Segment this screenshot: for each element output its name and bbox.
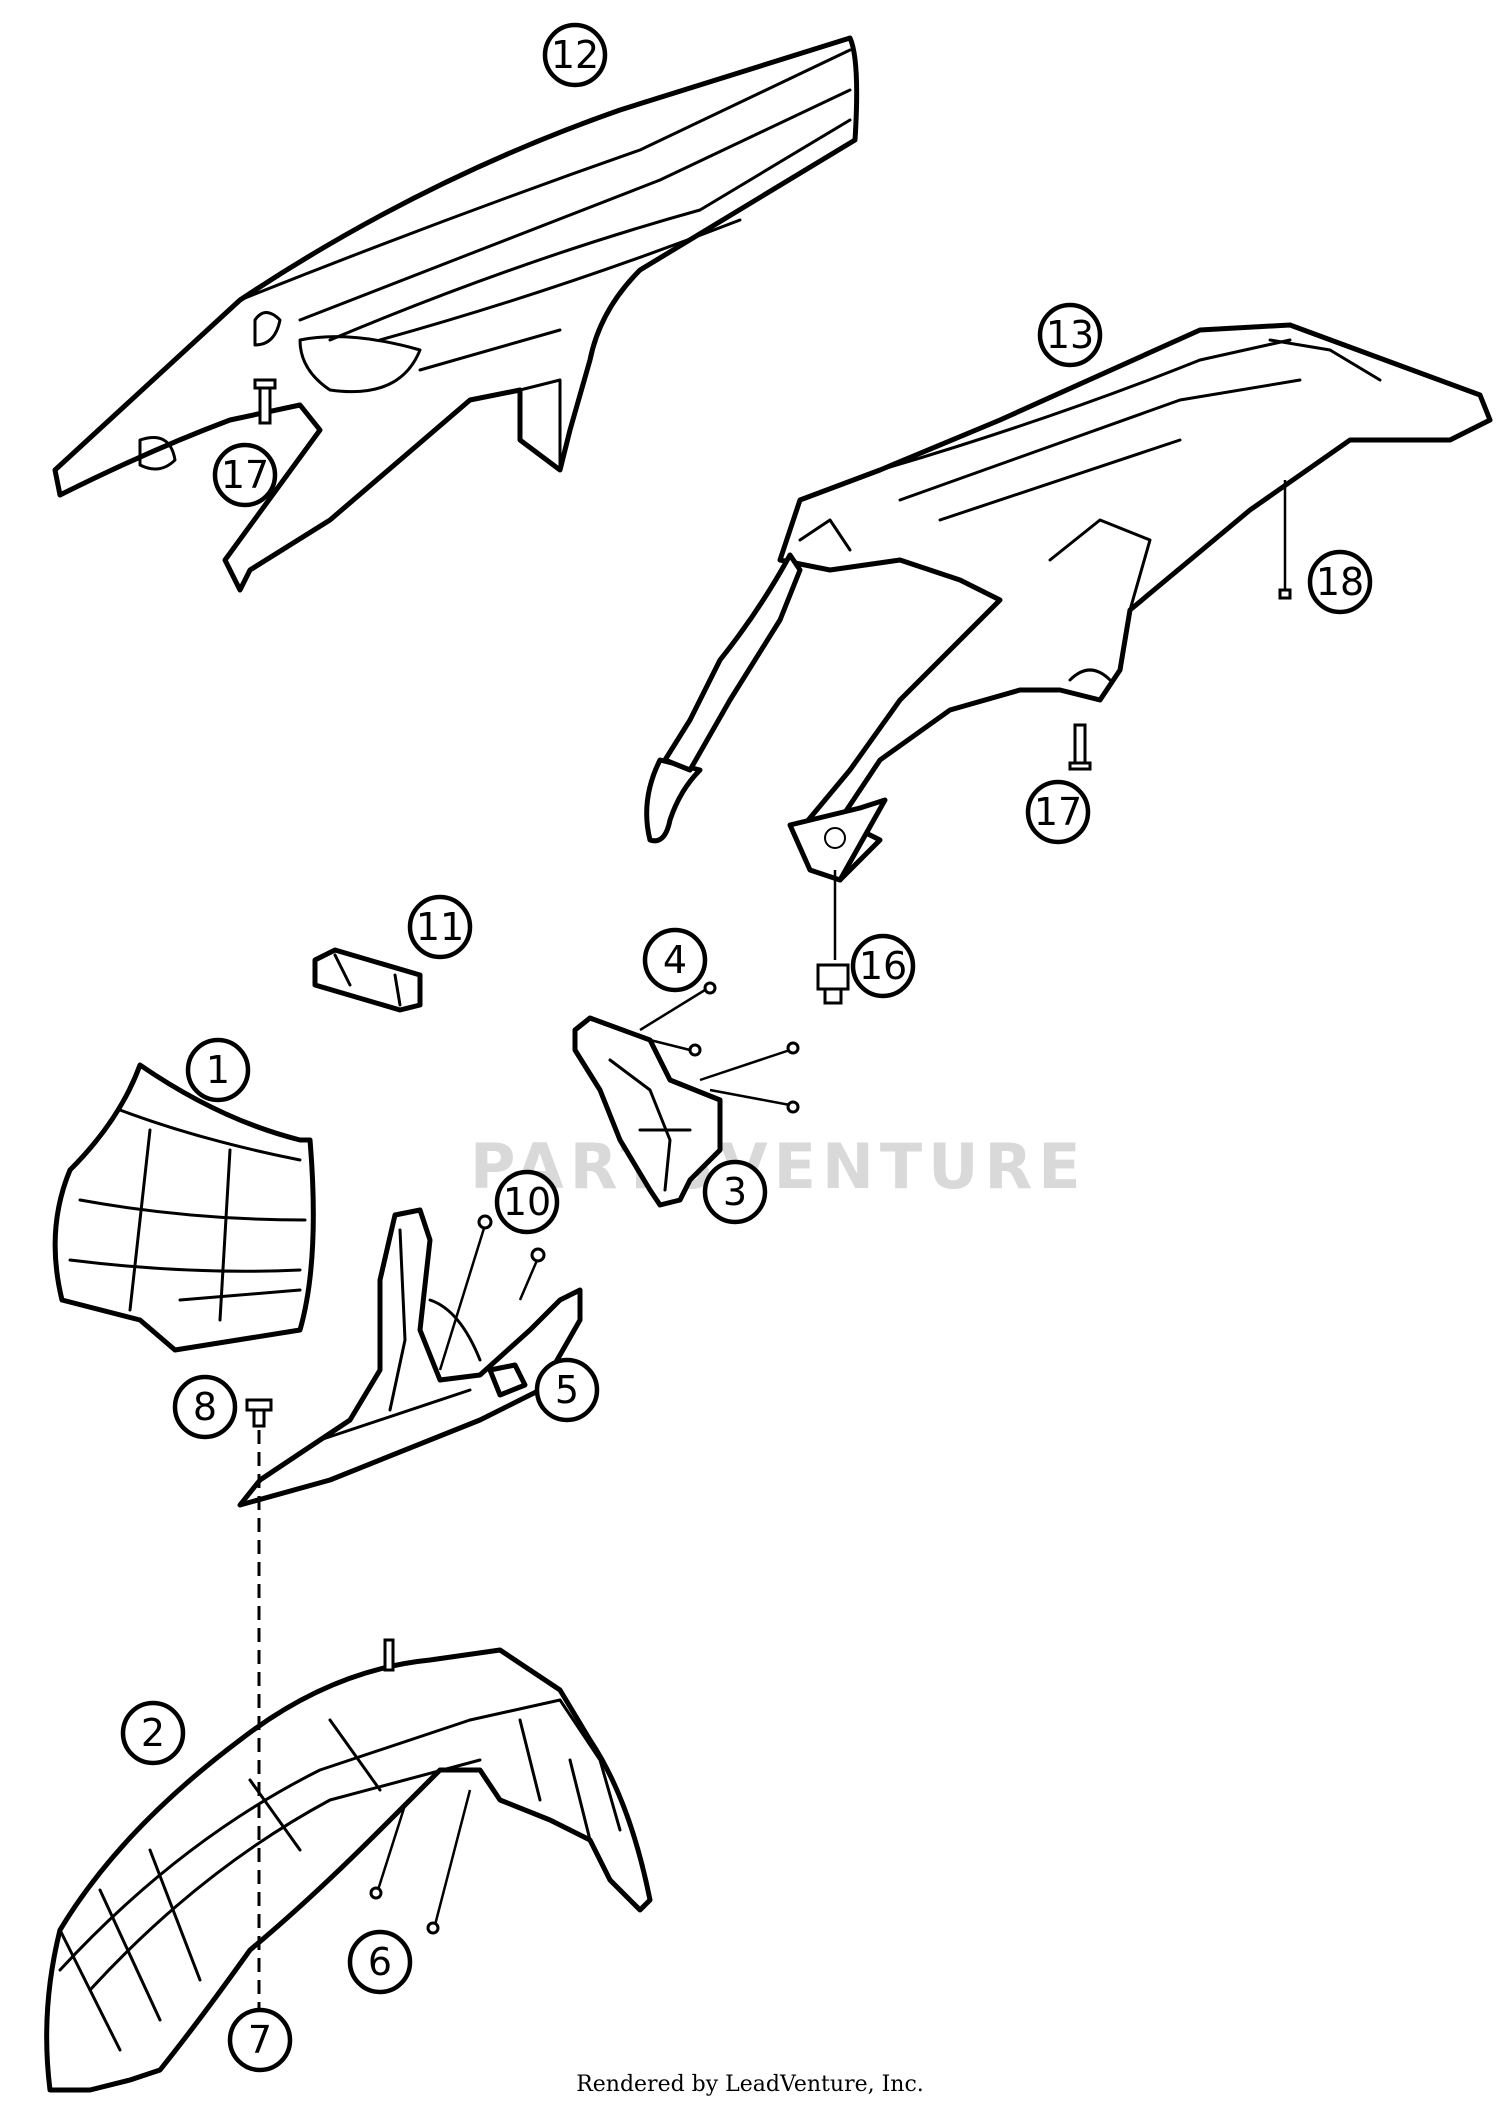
callout-4: 4 xyxy=(642,927,708,993)
callout-10: 10 xyxy=(494,1169,560,1235)
callout-6: 6 xyxy=(347,1929,413,1995)
footer-credit: Rendered by LeadVenture, Inc. xyxy=(576,2072,924,2097)
svg-text:1: 1 xyxy=(206,1048,230,1092)
callout-2: 2 xyxy=(120,1700,186,1766)
callout-17-seat: 17 xyxy=(212,442,278,508)
watermark-text: PARTSVENTURE xyxy=(470,1130,1087,1203)
svg-text:17: 17 xyxy=(1034,790,1082,834)
svg-text:16: 16 xyxy=(859,944,907,988)
callout-7: 7 xyxy=(227,2007,293,2073)
svg-text:17: 17 xyxy=(221,453,269,497)
svg-text:18: 18 xyxy=(1316,560,1364,604)
part-11-clip xyxy=(312,947,423,1013)
part-12-seat-cover xyxy=(52,35,860,593)
part-3-bracket xyxy=(572,1015,723,1208)
svg-text:8: 8 xyxy=(193,1385,217,1429)
callout-3: 3 xyxy=(702,1159,768,1225)
svg-text:13: 13 xyxy=(1046,313,1094,357)
callout-1: 1 xyxy=(185,1037,251,1103)
part-1-headlight-mask xyxy=(52,1062,316,1353)
callout-12: 12 xyxy=(542,22,608,88)
fasteners xyxy=(245,378,1292,2047)
svg-text:12: 12 xyxy=(551,33,599,77)
callout-18: 18 xyxy=(1307,549,1373,615)
svg-text:3: 3 xyxy=(723,1170,747,1214)
callout-17-fender: 17 xyxy=(1025,779,1091,845)
svg-text:7: 7 xyxy=(248,2018,272,2062)
part-10-front-frame xyxy=(237,1207,583,1508)
svg-text:6: 6 xyxy=(368,1940,392,1984)
part-13-rear-fender xyxy=(644,322,1493,883)
svg-text:10: 10 xyxy=(503,1180,551,1224)
svg-text:5: 5 xyxy=(555,1368,579,1412)
callout-5: 5 xyxy=(534,1357,600,1423)
svg-text:11: 11 xyxy=(416,905,464,949)
callout-16: 16 xyxy=(850,933,916,999)
svg-text:4: 4 xyxy=(663,938,687,982)
svg-text:2: 2 xyxy=(141,1711,165,1755)
callout-8: 8 xyxy=(172,1374,238,1440)
callout-11: 11 xyxy=(407,894,473,960)
callout-13: 13 xyxy=(1037,302,1103,368)
